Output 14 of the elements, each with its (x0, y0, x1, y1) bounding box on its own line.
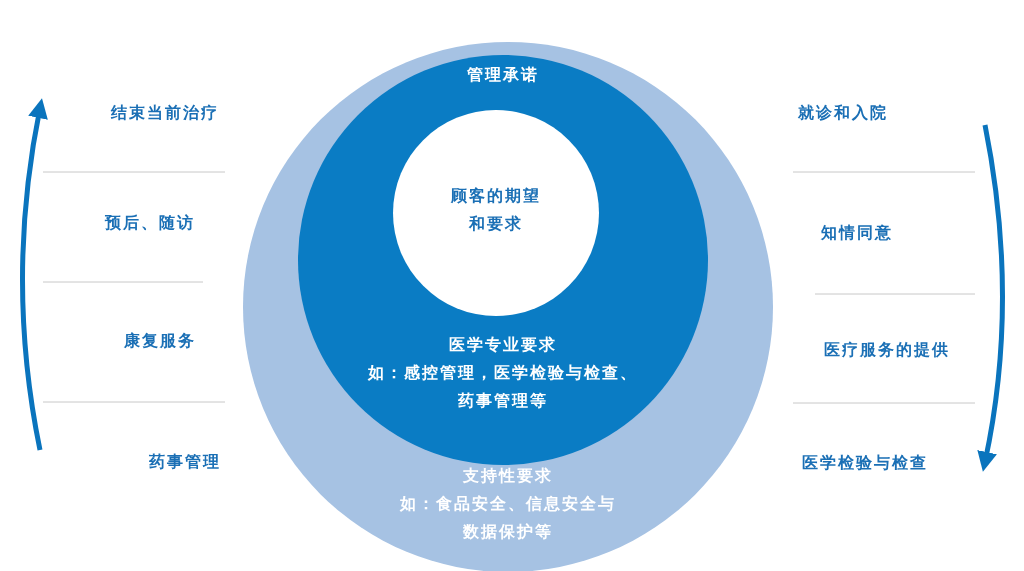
step-label: 康复服务 (124, 330, 196, 352)
ring-text: 如：食品安全、信息安全与数据保护等 (399, 493, 617, 543)
step-label: 医疗服务的提供 (824, 339, 950, 361)
circle-text: 如：感控管理，医学检验与检查、药事管理等 (367, 362, 639, 412)
step-label: 结束当前治疗 (111, 102, 219, 124)
circle-heading: 管理承诺 (466, 64, 540, 86)
step-label: 预后、随访 (105, 212, 195, 234)
ring-heading: 支持性要求 (462, 465, 554, 487)
step-label: 药事管理 (149, 451, 221, 473)
step-label: 知情同意 (821, 222, 893, 244)
center-text: 顾客的期望和要求 (450, 185, 542, 235)
circle-heading: 医学专业要求 (448, 334, 558, 356)
step-label: 医学检验与检查 (802, 452, 928, 474)
step-label: 就诊和入院 (798, 102, 888, 124)
